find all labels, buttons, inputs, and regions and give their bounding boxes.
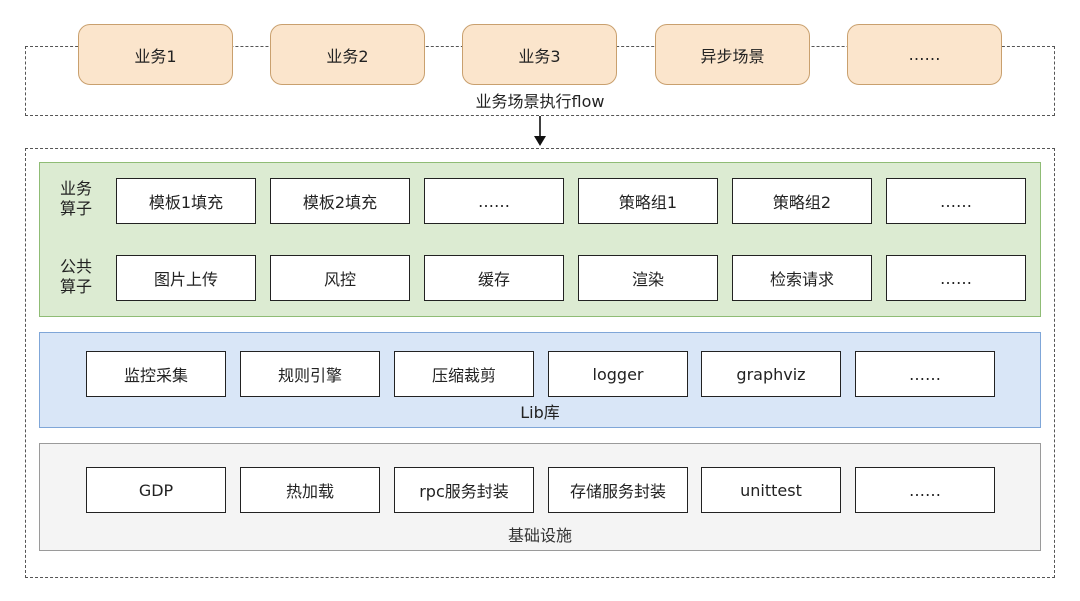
scenario-flow-caption: 业务场景执行flow <box>475 92 605 111</box>
infra-item-hot-reload: 热加载 <box>240 467 380 513</box>
scenario-box-2: 业务2 <box>270 24 425 85</box>
scenario-box-async: 异步场景 <box>655 24 810 85</box>
public-operator-render: 渲染 <box>578 255 718 301</box>
public-operators-label-line2: 算子 <box>59 277 92 296</box>
biz-operator-more-2: …… <box>886 178 1026 224</box>
public-operator-image-upload: 图片上传 <box>116 255 256 301</box>
public-operators-label-line1: 公共 <box>59 257 92 276</box>
infra-item-storage-wrapper: 存储服务封装 <box>548 467 688 513</box>
biz-operator-template2: 模板2填充 <box>270 178 410 224</box>
infra-item-rpc-wrapper: rpc服务封装 <box>394 467 534 513</box>
infra-item-unittest: unittest <box>701 467 841 513</box>
biz-operator-strategy1: 策略组1 <box>578 178 718 224</box>
public-operator-cache: 缓存 <box>424 255 564 301</box>
lib-item-compress-crop: 压缩裁剪 <box>394 351 534 397</box>
framework-container <box>25 148 1055 578</box>
biz-operators-label: 业务 算子 <box>56 179 96 219</box>
biz-operator-strategy2: 策略组2 <box>732 178 872 224</box>
public-operators-label: 公共 算子 <box>56 257 96 297</box>
biz-operators-label-line2: 算子 <box>59 199 92 218</box>
lib-caption: Lib库 <box>520 403 560 422</box>
infra-item-more: …… <box>855 467 995 513</box>
public-operator-more: …… <box>886 255 1026 301</box>
infra-item-gdp: GDP <box>86 467 226 513</box>
biz-operator-template1: 模板1填充 <box>116 178 256 224</box>
scenario-box-more: …… <box>847 24 1002 85</box>
public-operator-risk-control: 风控 <box>270 255 410 301</box>
biz-operator-more-1: …… <box>424 178 564 224</box>
public-operator-search-request: 检索请求 <box>732 255 872 301</box>
lib-item-logger: logger <box>548 351 688 397</box>
biz-operators-label-line1: 业务 <box>59 179 92 198</box>
flow-arrow-icon <box>534 116 546 146</box>
scenario-box-1: 业务1 <box>78 24 233 85</box>
lib-item-graphviz: graphviz <box>701 351 841 397</box>
lib-item-monitoring: 监控采集 <box>86 351 226 397</box>
lib-item-more: …… <box>855 351 995 397</box>
lib-item-rule-engine: 规则引擎 <box>240 351 380 397</box>
scenario-box-3: 业务3 <box>462 24 617 85</box>
infra-caption: 基础设施 <box>507 526 572 545</box>
